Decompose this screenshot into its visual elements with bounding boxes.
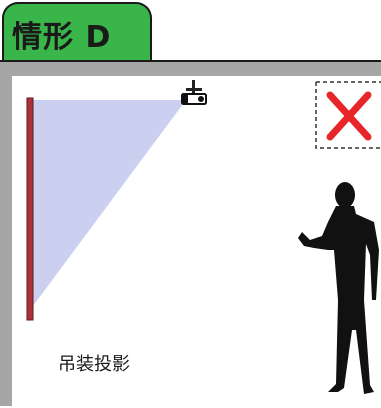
scenario-tab: 情形 D (2, 2, 152, 64)
person-silhouette-icon (298, 182, 379, 394)
projection-beam (30, 100, 186, 310)
mounting-caption: 吊装投影 (58, 354, 130, 375)
projector-icon (181, 80, 207, 105)
projection-screen (26, 97, 34, 321)
cross-mark-icon (315, 81, 381, 149)
scenario-title: 情形 D (12, 20, 112, 55)
